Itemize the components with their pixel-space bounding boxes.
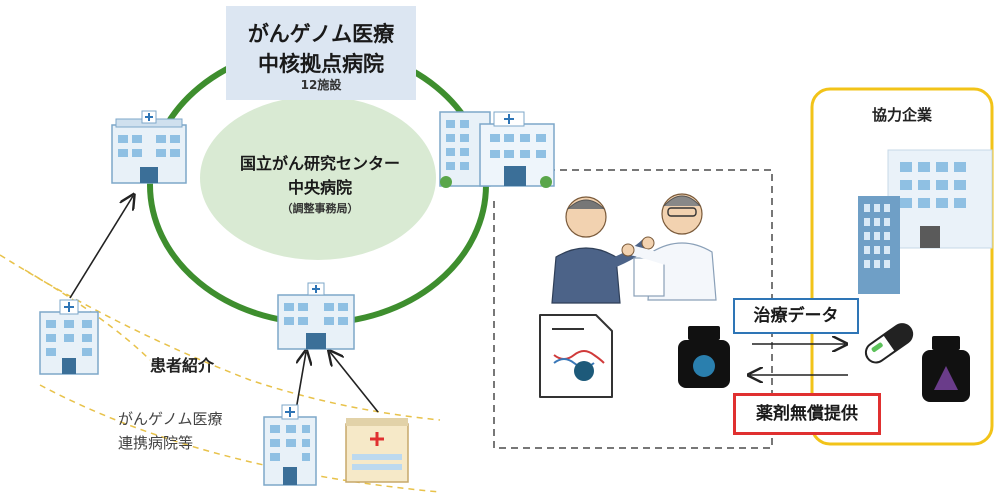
center-circle (200, 96, 436, 260)
center-role: （調整事務局） (281, 202, 359, 215)
referral-arrow-mid (295, 352, 306, 411)
hub-title-line1: がんゲノム医療 (247, 22, 395, 46)
medicine-bottle-icon (678, 326, 730, 388)
hub-facility-count: 12施設 (300, 78, 342, 92)
hospital-icon-network-left (39, 299, 99, 375)
network-label-line2: 連携病院等 (118, 434, 194, 452)
hub-title-box: がんゲノム医療 中核拠点病院 12施設 (226, 6, 416, 100)
hub-title-line2: 中核拠点病院 (258, 52, 384, 76)
referral-label: 患者紹介 (150, 356, 215, 375)
center-name-line2: 中央病院 (287, 178, 352, 197)
network-label-line1: がんゲノム医療 (118, 410, 223, 428)
genome-report-icon (539, 314, 613, 398)
capsule-icon (864, 323, 914, 364)
referral-arrow-right (330, 352, 379, 413)
hospital-icon-ring-left (111, 110, 187, 184)
referral-arrow-left (69, 196, 133, 299)
hospital-icon-network-bottom (263, 404, 317, 486)
clinic-icon (345, 418, 409, 483)
company-label: 協力企業 (872, 106, 933, 124)
company-box (810, 87, 994, 446)
company-building-icon (858, 149, 993, 294)
network-arc-outer (0, 254, 441, 421)
collaboration-region (493, 169, 773, 449)
hospital-icon-ring-bottom (277, 282, 355, 350)
doctor-figure-icon (621, 193, 717, 301)
patient-figure-icon (551, 196, 655, 304)
drug-supply-label: 薬剤無償提供 (733, 393, 881, 435)
hospital-icon-ring-right (439, 111, 555, 188)
network-arc-inner (24, 269, 151, 361)
treatment-data-label: 治療データ (733, 298, 859, 334)
network-arc-bottom (39, 384, 441, 493)
center-name-line1: 国立がん研究センター (239, 154, 400, 173)
investigational-drug-icon (922, 336, 970, 402)
